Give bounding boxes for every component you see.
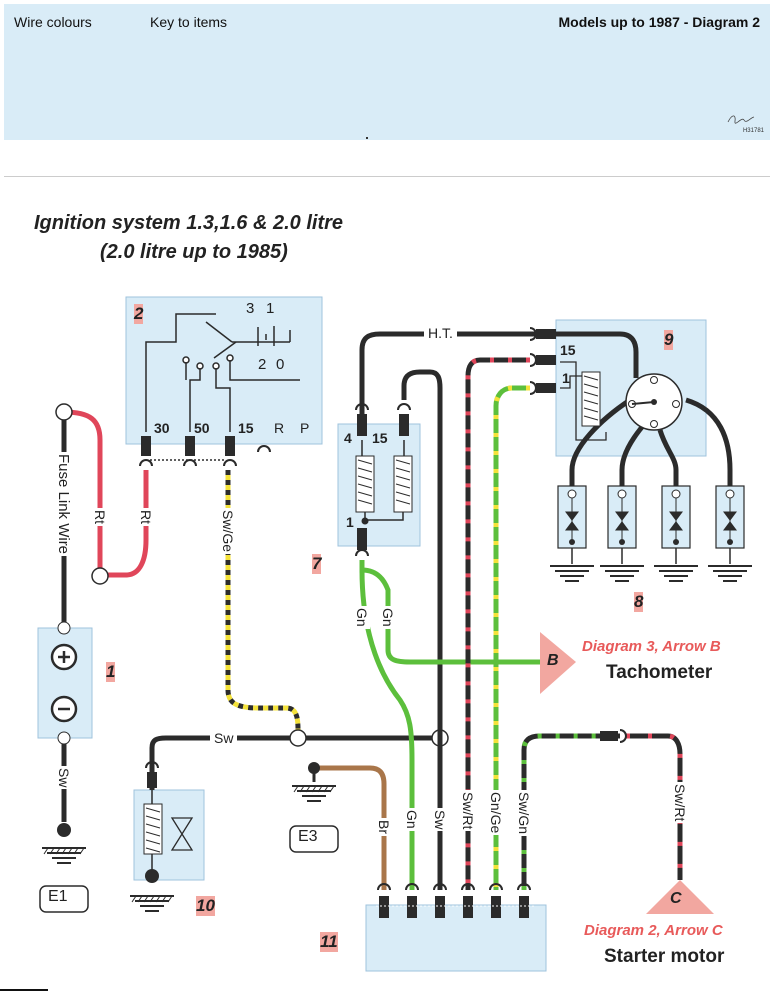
- terminal-50: 50: [194, 420, 210, 436]
- item-label-8: 8: [634, 592, 644, 612]
- bottom-line: [0, 989, 48, 991]
- wire-label-sw-battery: Sw: [56, 766, 72, 790]
- fuse-link-label: Fuse Link Wire: [55, 452, 72, 557]
- wire-swge: [225, 470, 301, 738]
- ignition-module-box: [365, 904, 547, 972]
- item-label-9: 9: [664, 330, 674, 350]
- wire-label-gn1: Gn: [354, 606, 370, 629]
- wire-label-swrt: Sw/Rt: [460, 790, 476, 832]
- wire-sw-bus: [149, 735, 440, 768]
- ignition-switch-box: [125, 296, 323, 445]
- arrow-c-name: Starter motor: [604, 946, 725, 967]
- terminal-p: P: [300, 420, 310, 436]
- arrow-b-name: Tachometer: [606, 662, 713, 683]
- header-panel: Wire colours Key to items Models up to 1…: [4, 4, 770, 140]
- terminal-30: 30: [154, 420, 170, 436]
- item-label-10: 10: [196, 896, 215, 916]
- wire-label-ht: H.T.: [424, 325, 457, 341]
- wire-gnge-yellow: [493, 385, 530, 890]
- item-label-2: 2: [134, 304, 144, 324]
- arrow-b-ref: Diagram 3, Arrow B: [582, 638, 721, 655]
- wire-label-swgn: Sw/Gn: [516, 790, 532, 837]
- spark-plugs: [550, 485, 752, 582]
- arrow-c-letter: C: [670, 890, 682, 907]
- arrow-b-letter: B: [547, 652, 559, 669]
- item-label-1: 1: [106, 662, 116, 682]
- coil-terminal-4: 4: [344, 430, 352, 446]
- terminal-r: R: [274, 420, 285, 436]
- wire-swrt: [465, 357, 530, 890]
- contact-1: 1: [266, 300, 275, 317]
- wire-rt: [100, 470, 149, 578]
- divider: [4, 176, 770, 177]
- earth-e3: E3: [298, 828, 318, 845]
- wire-label-rt2: Rt: [138, 508, 154, 526]
- wire-ht: [359, 331, 530, 414]
- earth-e3-box: [289, 825, 339, 853]
- wire-swgn-green: [521, 733, 620, 890]
- item-label-7: 7: [312, 554, 322, 574]
- signature-icon: [727, 115, 755, 124]
- wire-sw-coil15: [401, 369, 443, 890]
- diagram-title: Ignition system 1.3,1.6 & 2.0 litre: [34, 212, 344, 234]
- module-connectors: [376, 883, 536, 918]
- wire-br: [314, 765, 387, 890]
- earth-e1: E1: [48, 888, 68, 905]
- switch-internals: [145, 313, 300, 432]
- arrow-c-ref: Diagram 2, Arrow C: [584, 922, 723, 939]
- contact-3: 3: [246, 300, 255, 317]
- wire-label-gn2: Gn: [380, 606, 396, 629]
- arrow-c-marker: [646, 880, 714, 914]
- dist-terminal-1: 1: [562, 370, 570, 386]
- wire-swrt-starter: [626, 733, 683, 880]
- contact-2: 2: [258, 356, 267, 373]
- arrow-b-marker: [540, 632, 576, 694]
- wire-label-rt1: Rt: [92, 508, 108, 526]
- wire-label-gn3: Gn: [404, 808, 420, 831]
- wire-swge-yellow: [225, 470, 301, 738]
- wire-label-sw3: Sw: [432, 808, 448, 832]
- earth-symbols: [42, 785, 336, 912]
- coil-terminal-15: 15: [372, 430, 388, 446]
- item-label-11: 11: [320, 932, 338, 952]
- wire-colours-title: Wire colours: [14, 14, 92, 30]
- earth-e1-box: [39, 885, 89, 913]
- wire-swgn: [521, 733, 620, 890]
- wire-label-swge: Sw/Ge: [220, 508, 236, 555]
- diagram-subtitle: (2.0 litre up to 1985): [100, 241, 288, 263]
- models-title: Models up to 1987 - Diagram 2: [558, 14, 761, 30]
- wire-label-br: Br: [376, 818, 392, 836]
- dot-mark: [366, 137, 368, 139]
- coil-terminal-1: 1: [346, 514, 354, 530]
- wire-label-gnge: Gn/Ge: [488, 790, 504, 836]
- wire-label-swrt2: Sw/Rt: [672, 782, 688, 824]
- contact-0: 0: [276, 356, 285, 373]
- diagram-code: H31781: [742, 128, 764, 134]
- key-title: Key to items: [150, 14, 228, 30]
- terminal-15: 15: [238, 420, 254, 436]
- wire-label-sw-main: Sw: [210, 730, 238, 746]
- dist-terminal-15: 15: [560, 342, 576, 358]
